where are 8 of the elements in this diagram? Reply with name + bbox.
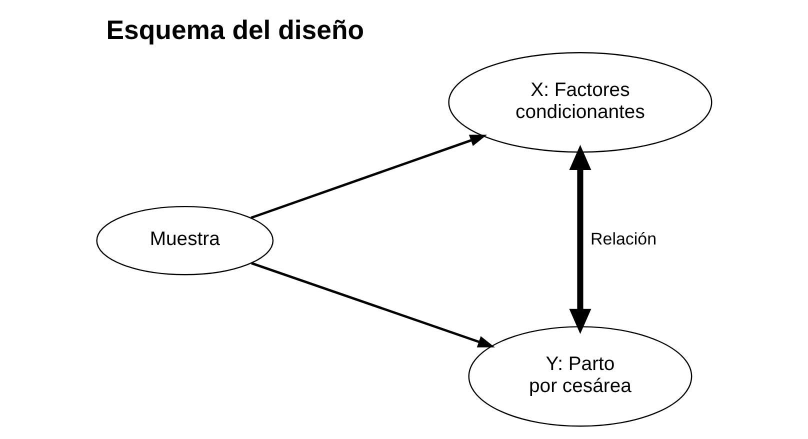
arrow: [569, 144, 592, 334]
diagram-title: Esquema del diseño: [106, 14, 364, 44]
arrow: [250, 134, 487, 218]
node-ellipse: X: Factores condicionantes: [448, 52, 712, 152]
node-ellipse: Muestra: [96, 205, 274, 275]
node-ellipse: Y: Parto por cesárea: [468, 326, 692, 426]
arrow: [251, 262, 495, 347]
edge-label: Relación: [590, 228, 657, 248]
